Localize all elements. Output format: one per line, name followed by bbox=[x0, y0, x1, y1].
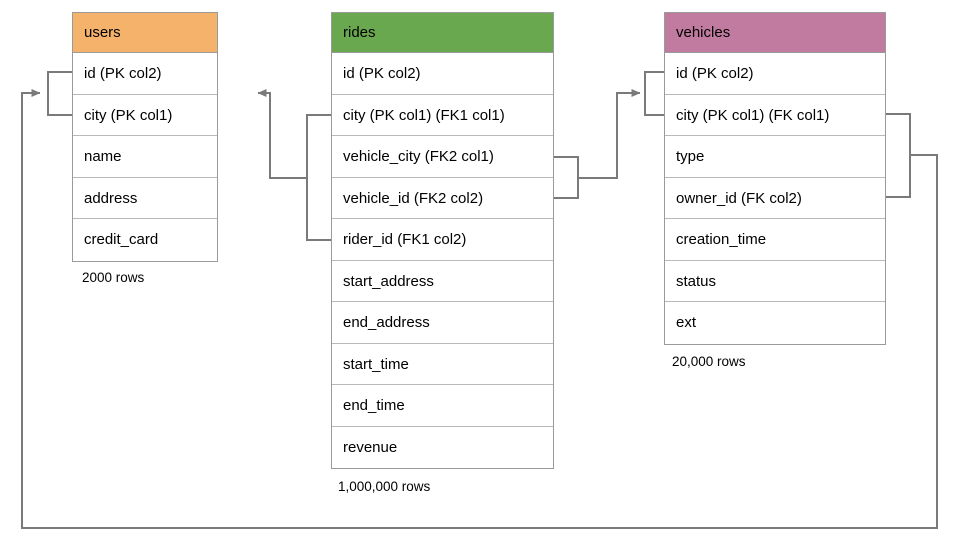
field-rides-end-address[interactable]: end_address bbox=[332, 302, 553, 344]
connector-rides-fk2-bracket bbox=[554, 89, 641, 199]
connector-users-pk-bracket bbox=[47, 71, 72, 116]
field-vehicles-creation-time[interactable]: creation_time bbox=[665, 219, 885, 261]
connector-rides-fk1-bracket bbox=[257, 89, 331, 241]
field-users-address[interactable]: address bbox=[73, 177, 217, 219]
entity-header-rides: rides bbox=[332, 13, 553, 53]
row-count-rides: 1,000,000 rows bbox=[338, 479, 431, 494]
field-rides-vehicle-id[interactable]: vehicle_id (FK2 col2) bbox=[332, 177, 553, 219]
field-rides-start-time[interactable]: start_time bbox=[332, 343, 553, 385]
field-users-city[interactable]: city (PK col1) bbox=[73, 94, 217, 136]
row-count-users: 2000 rows bbox=[82, 270, 145, 285]
field-rides-end-time[interactable]: end_time bbox=[332, 385, 553, 427]
connector-vehicles-pk-bracket bbox=[644, 71, 664, 116]
row-count-vehicles: 20,000 rows bbox=[672, 354, 746, 369]
entity-header-users: users bbox=[73, 13, 217, 53]
field-rides-vehicle-city[interactable]: vehicle_city (FK2 col1) bbox=[332, 136, 553, 178]
field-users-name[interactable]: name bbox=[73, 136, 217, 178]
entity-table-vehicles[interactable]: vehicles id (PK col2) city (PK col1) (FK… bbox=[664, 12, 886, 345]
field-vehicles-ext[interactable]: ext bbox=[665, 302, 885, 344]
entity-table-users[interactable]: users id (PK col2) city (PK col1) name a… bbox=[72, 12, 218, 262]
field-vehicles-status[interactable]: status bbox=[665, 260, 885, 302]
field-rides-rider-id[interactable]: rider_id (FK1 col2) bbox=[332, 219, 553, 261]
field-rides-id[interactable]: id (PK col2) bbox=[332, 53, 553, 95]
field-users-credit-card[interactable]: credit_card bbox=[73, 219, 217, 261]
field-rides-start-address[interactable]: start_address bbox=[332, 260, 553, 302]
field-rides-city[interactable]: city (PK col1) (FK1 col1) bbox=[332, 94, 553, 136]
field-users-id[interactable]: id (PK col2) bbox=[73, 53, 217, 95]
entity-header-vehicles: vehicles bbox=[665, 13, 885, 53]
entity-table-rides[interactable]: rides id (PK col2) city (PK col1) (FK1 c… bbox=[331, 12, 554, 469]
field-vehicles-owner-id[interactable]: owner_id (FK col2) bbox=[665, 177, 885, 219]
field-rides-revenue[interactable]: revenue bbox=[332, 426, 553, 468]
field-vehicles-city[interactable]: city (PK col1) (FK col1) bbox=[665, 94, 885, 136]
field-vehicles-id[interactable]: id (PK col2) bbox=[665, 53, 885, 95]
field-vehicles-type[interactable]: type bbox=[665, 136, 885, 178]
